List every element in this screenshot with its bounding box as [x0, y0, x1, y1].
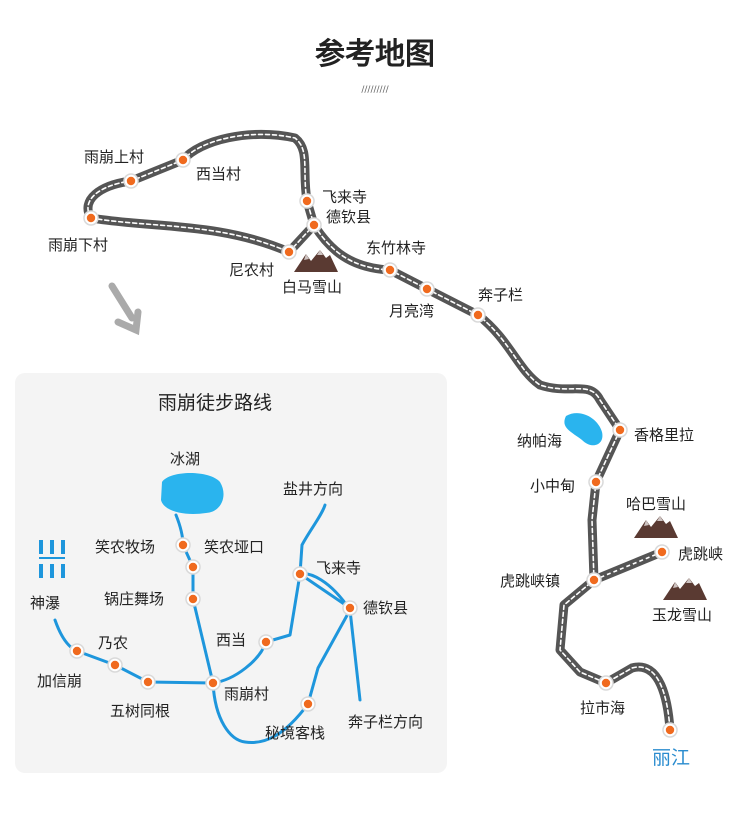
inset-marker [185, 591, 201, 607]
place-label: 西当村 [196, 165, 241, 183]
napa-lake [564, 413, 603, 446]
inset-marker [342, 600, 358, 616]
place-label: 奔子栏 [478, 286, 523, 304]
place-label: 白马雪山 [282, 278, 342, 296]
inset-label: 加信崩 [37, 672, 82, 690]
waterfall-icon [39, 540, 65, 578]
mountain-icon [294, 250, 338, 272]
place-label: 东竹林寺 [366, 239, 426, 257]
place-label: 虎跳峡 [678, 545, 723, 563]
place-label-destination: 丽江 [652, 747, 690, 769]
inset-label: 飞来寺 [316, 559, 361, 577]
map-marker [588, 474, 604, 490]
place-label: 雨崩下村 [48, 236, 108, 254]
inset-marker [107, 657, 123, 673]
place-label: 哈巴雪山 [626, 495, 686, 513]
map-marker [598, 675, 614, 691]
place-label: 虎跳峡镇 [500, 572, 560, 590]
arrow-icon [108, 282, 142, 336]
inset-label: 五树同根 [110, 702, 170, 720]
main-labels: 雨崩上村 西当村 雨崩下村 飞来寺 德钦县 尼农村 白马雪山 东竹林寺 月亮湾 … [48, 148, 723, 769]
page-title: 参考地图 [315, 37, 435, 72]
mountain-icon [663, 578, 707, 600]
inset-marker [300, 696, 316, 712]
inset-marker [292, 566, 308, 582]
mountain-icon [634, 516, 678, 538]
inset-label: 秘境客栈 [265, 724, 325, 742]
inset-marker [140, 674, 156, 690]
inset-label: 笑农牧场 [95, 538, 155, 556]
place-label: 纳帕海 [517, 432, 562, 450]
place-label: 雨崩上村 [84, 148, 144, 166]
map-marker [175, 152, 191, 168]
place-label: 尼农村 [229, 261, 274, 279]
map-marker [83, 210, 99, 226]
place-label: 香格里拉 [634, 426, 694, 444]
map-marker [281, 244, 297, 260]
map-marker [662, 722, 678, 738]
map-marker [586, 572, 602, 588]
inset-label: 冰湖 [170, 450, 200, 468]
place-label: 拉市海 [580, 699, 625, 717]
inset-marker [69, 643, 85, 659]
inset-label: 盐井方向 [283, 480, 343, 498]
inset-label: 乃农 [98, 634, 128, 652]
inset-title: 雨崩徒步路线 [158, 392, 272, 414]
title-decoration: ///////// [361, 85, 389, 95]
place-label: 玉龙雪山 [652, 606, 712, 624]
place-label: 小中甸 [530, 477, 575, 495]
inset-map: 雨崩徒步路线 [15, 373, 447, 773]
map-marker [123, 173, 139, 189]
ice-lake [161, 473, 224, 514]
map-marker [306, 217, 322, 233]
main-road [83, 129, 675, 735]
inset-label: 西当 [216, 631, 246, 649]
map-marker [382, 262, 398, 278]
inset-label: 锅庄舞场 [104, 590, 164, 608]
map-marker [419, 281, 435, 297]
inset-marker [258, 634, 274, 650]
map-marker [299, 193, 315, 209]
inset-label: 雨崩村 [224, 685, 269, 703]
inset-label: 笑农垭口 [204, 538, 264, 556]
inset-marker [185, 559, 201, 575]
inset-label: 奔子栏方向 [348, 713, 423, 731]
inset-label: 神瀑 [30, 594, 60, 612]
map-marker [470, 307, 486, 323]
map-marker [654, 544, 670, 560]
place-label: 月亮湾 [389, 302, 434, 320]
place-label: 飞来寺 [322, 188, 367, 206]
inset-marker [175, 537, 191, 553]
map-marker [612, 422, 628, 438]
inset-label: 德钦县 [363, 599, 408, 617]
place-label: 德钦县 [326, 208, 371, 226]
inset-marker [205, 675, 221, 691]
